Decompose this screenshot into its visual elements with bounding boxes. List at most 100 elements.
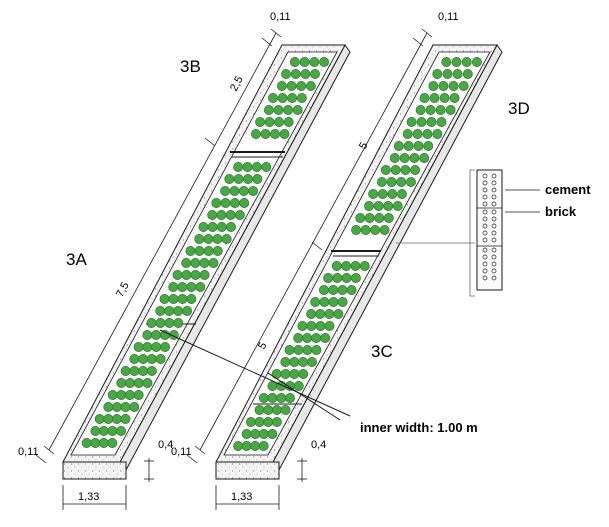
plant-icon: [428, 81, 439, 91]
plant-icon: [289, 357, 300, 367]
dim-left-height: 0,4: [158, 439, 173, 451]
plant-icon: [406, 117, 417, 127]
plant-icon: [258, 429, 269, 439]
plant-icon: [125, 390, 135, 400]
plant-icon: [406, 177, 416, 187]
plant-icon: [341, 273, 352, 283]
plant-icon: [263, 105, 274, 115]
plant-icon: [315, 321, 326, 331]
plant-icon: [299, 57, 310, 67]
brick-holes: [477, 173, 502, 281]
plant-icon: [220, 186, 231, 196]
plant-icon: [270, 129, 280, 139]
plant-icon: [383, 213, 394, 223]
plant-icon: [280, 369, 291, 379]
plant-icon: [250, 441, 261, 451]
brick-hole-icon: [482, 247, 488, 253]
plant-icon: [402, 129, 413, 139]
plant-icon: [400, 165, 411, 175]
plant-icon: [194, 234, 205, 244]
plant-icon: [287, 93, 298, 103]
plant-icon: [290, 69, 301, 79]
plant-icon: [103, 414, 114, 424]
plant-icon: [289, 57, 300, 67]
plant-icon: [438, 81, 449, 91]
plant-icon: [289, 369, 300, 379]
plant-icon: [449, 93, 460, 103]
plant-icon: [172, 270, 183, 280]
plant-icon: [389, 153, 400, 163]
plant-icon: [271, 405, 282, 415]
plant-icon: [337, 285, 348, 295]
plant-icon: [250, 429, 261, 439]
plant-icon: [298, 357, 309, 367]
dim-left-length-upper: 2,5: [228, 74, 246, 93]
plant-icon: [164, 306, 175, 316]
plant-icon: [264, 117, 275, 127]
plant-icon: [245, 417, 256, 427]
plant-icon: [320, 333, 331, 343]
plant-icon: [252, 174, 263, 184]
brick-hole-icon: [491, 254, 497, 260]
plant-icon: [292, 105, 303, 115]
plant-icon: [286, 81, 297, 91]
plant-icon: [364, 213, 375, 223]
plant-icon: [298, 369, 309, 379]
plant-icon: [271, 369, 282, 379]
plant-icon: [458, 81, 469, 91]
brick-hole-icon: [482, 254, 488, 260]
plant-icon: [386, 177, 397, 187]
brick-hole-icon: [482, 223, 488, 229]
plant-icon: [181, 270, 192, 280]
plant-icon: [173, 306, 184, 316]
plant-icon: [261, 162, 272, 172]
plant-icon: [233, 174, 244, 184]
plant-icon: [107, 426, 118, 436]
plant-icon: [276, 393, 287, 403]
plant-icon: [297, 321, 308, 331]
plant-icon: [281, 69, 291, 79]
plant-icon: [229, 186, 240, 196]
plant-icon: [310, 297, 321, 307]
plant-icon: [293, 345, 304, 355]
plant-icon: [306, 321, 317, 331]
plant-icon: [203, 234, 214, 244]
brick-hole-icon: [491, 180, 497, 186]
plant-icon: [129, 366, 140, 376]
plant-icon: [403, 141, 414, 151]
plant-icon: [263, 405, 274, 415]
plant-icon: [333, 309, 344, 319]
cell-label-3c: 3C: [371, 342, 393, 361]
plant-icon: [181, 258, 192, 268]
plant-icon: [280, 405, 291, 415]
plant-icon: [377, 189, 388, 199]
plant-icon: [212, 234, 223, 244]
plant-icon: [413, 141, 424, 151]
plant-icon: [216, 210, 227, 220]
plant-icon: [302, 345, 313, 355]
plant-icon: [412, 129, 423, 139]
plant-icon: [436, 117, 447, 127]
plant-icon: [415, 105, 426, 115]
plant-icon: [234, 210, 245, 220]
cell-label-3b: 3B: [180, 57, 201, 76]
plant-icon: [138, 366, 149, 376]
plant-icon: [258, 393, 269, 403]
plant-icon: [432, 129, 443, 139]
plant-icon: [142, 342, 153, 352]
plant-icon: [168, 282, 179, 292]
plant-icon: [160, 342, 171, 352]
brick-hole-icon: [482, 187, 488, 193]
legend-cement: cement: [545, 182, 591, 197]
plant-icon: [328, 285, 339, 295]
plant-icon: [185, 246, 196, 256]
brick-hole-icon: [491, 187, 497, 193]
plant-icon: [370, 225, 381, 235]
plant-icon: [116, 426, 127, 436]
plant-icon: [226, 222, 236, 232]
brick-hole-icon: [482, 201, 488, 207]
plant-icon: [399, 153, 410, 163]
plant-icon: [416, 117, 427, 127]
plant-icon: [419, 93, 430, 103]
